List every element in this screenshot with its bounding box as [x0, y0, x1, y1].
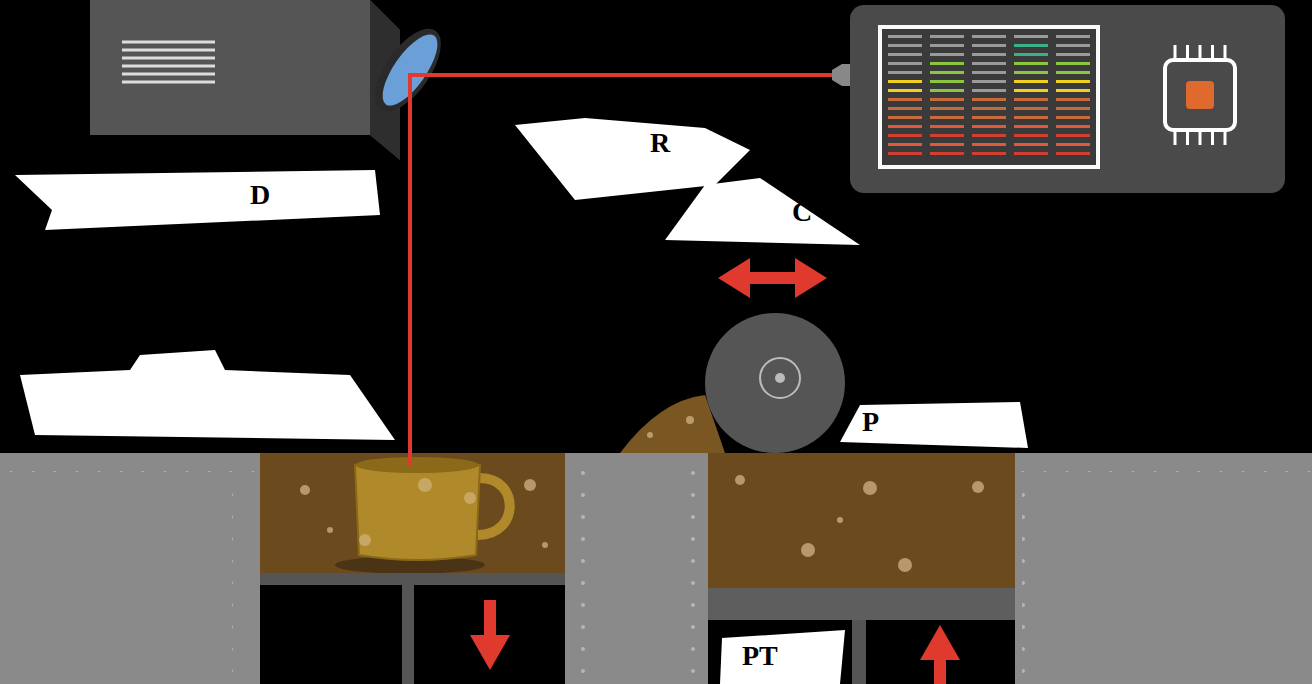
laser-beam	[410, 75, 842, 466]
floor-panel	[0, 453, 1312, 684]
laser-unit	[90, 0, 454, 160]
motion-arrow	[470, 258, 960, 684]
roller	[705, 313, 845, 453]
controller	[832, 5, 1285, 684]
printed-part	[355, 457, 510, 560]
label-patch	[15, 118, 1028, 684]
part-label: C	[792, 198, 812, 226]
part-label: PT	[742, 642, 778, 670]
build-chamber	[260, 453, 565, 684]
part-label: R	[650, 129, 670, 157]
feed-chamber	[708, 453, 1015, 684]
part-label: D	[250, 181, 270, 209]
part-label: P	[862, 408, 879, 436]
